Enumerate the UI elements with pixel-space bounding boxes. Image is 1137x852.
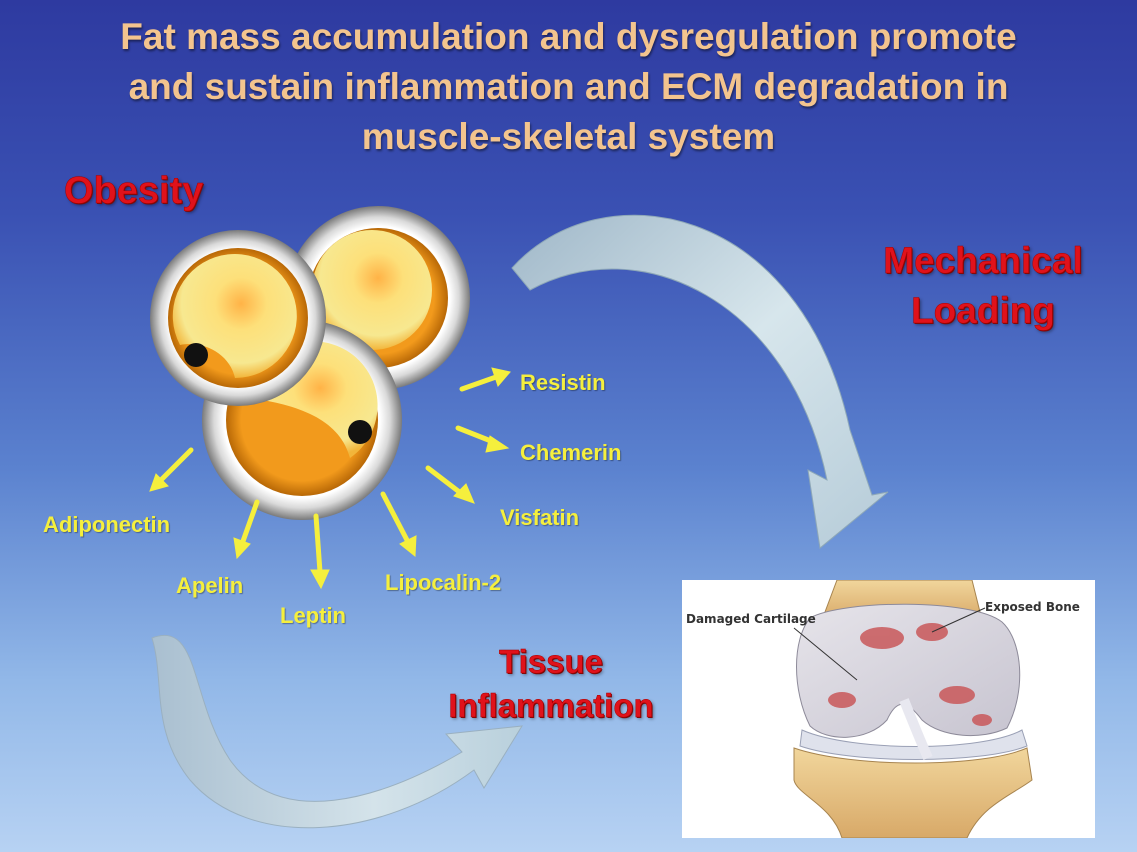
adipokine-lipocalin-2: Lipocalin-2 bbox=[385, 570, 501, 596]
arrow-leptin bbox=[311, 516, 329, 588]
arrow-visfatin bbox=[428, 468, 474, 503]
adipokine-chemerin: Chemerin bbox=[520, 440, 621, 466]
obesity-label: Obesity bbox=[64, 170, 203, 213]
adipokine-adiponectin: Adiponectin bbox=[43, 512, 170, 538]
arrow-resistin bbox=[462, 368, 510, 389]
exposed-bone-label: Exposed Bone bbox=[985, 600, 1080, 614]
adipokine-leptin: Leptin bbox=[280, 603, 346, 629]
arrow-lipocalin bbox=[383, 494, 416, 556]
loading-text: Loading bbox=[858, 286, 1108, 336]
knee-joint-image: Damaged Cartilage Exposed Bone bbox=[682, 580, 1095, 838]
adipokine-resistin: Resistin bbox=[520, 370, 606, 396]
adipokine-visfatin: Visfatin bbox=[500, 505, 579, 531]
inflammation-text: Inflammation bbox=[426, 684, 676, 728]
fat-cells-icon bbox=[150, 206, 470, 520]
arrow-adiponectin bbox=[150, 450, 191, 491]
arrow-apelin bbox=[234, 502, 257, 558]
mechanical-loading-label: Mechanical Loading bbox=[858, 236, 1108, 336]
tissue-inflammation-label: Tissue Inflammation bbox=[426, 640, 676, 728]
tissue-text: Tissue bbox=[426, 640, 676, 684]
adipokine-apelin: Apelin bbox=[176, 573, 243, 599]
damaged-cartilage-label: Damaged Cartilage bbox=[686, 612, 816, 626]
arrow-chemerin bbox=[458, 428, 508, 452]
mechanical-text: Mechanical bbox=[858, 236, 1108, 286]
